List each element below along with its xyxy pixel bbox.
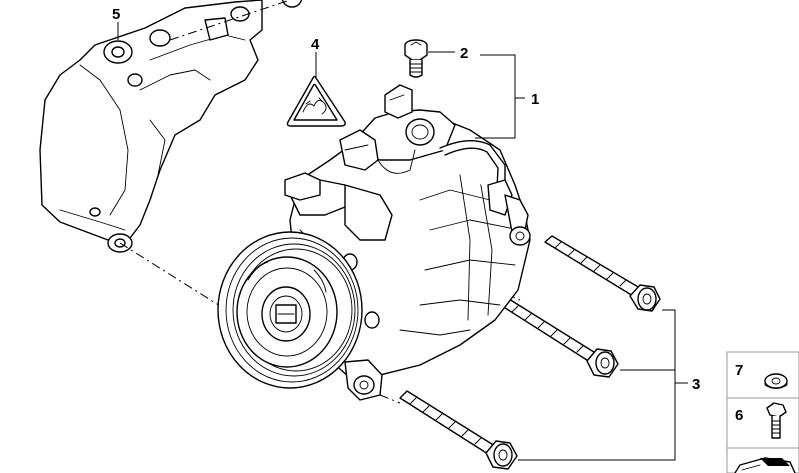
callout-7: 7 xyxy=(735,362,743,379)
callout-1: 1 xyxy=(531,91,539,108)
compressor-pulley xyxy=(217,231,363,389)
side-parts-panel xyxy=(726,351,799,473)
alignment-line-top xyxy=(169,0,291,41)
alignment-line-bracket xyxy=(119,242,291,351)
washer-part xyxy=(764,373,788,389)
bolt-lower xyxy=(399,390,518,470)
mounting-bracket xyxy=(39,0,263,253)
mounting-clip-part xyxy=(734,457,796,473)
callout-6: 6 xyxy=(735,407,743,424)
hidden-part-circle xyxy=(281,0,303,8)
bolt-upper xyxy=(544,235,661,312)
callout-5: 5 xyxy=(112,6,120,23)
leader-lines xyxy=(117,22,688,461)
warning-label xyxy=(286,75,346,127)
callout-4: 4 xyxy=(311,36,320,53)
bolt-middle xyxy=(501,298,619,378)
callout-3: 3 xyxy=(692,376,700,393)
alignment-line-bolt-bottom xyxy=(379,394,401,404)
pressure-valve xyxy=(404,39,428,78)
callout-2: 2 xyxy=(460,45,468,62)
small-bolt-part xyxy=(766,402,787,439)
